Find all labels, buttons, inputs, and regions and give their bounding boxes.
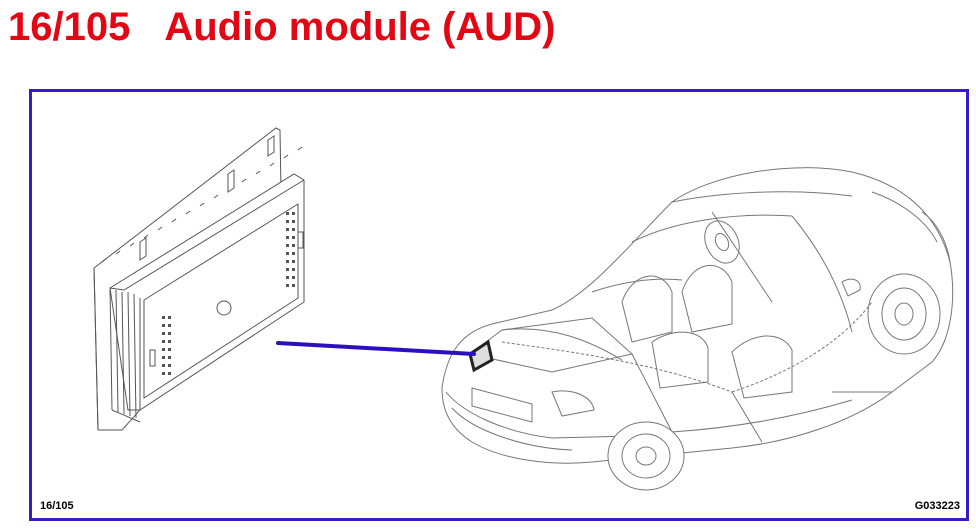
diagram-canvas [93, 127, 954, 491]
figure-id: G033223 [914, 500, 960, 512]
module-location-marker [468, 339, 494, 373]
page-title: 16/105 Audio module (AUD) [8, 4, 555, 50]
page-ref: 16/105 [40, 500, 74, 512]
pointer-line [276, 341, 476, 356]
section-code: 16/105 [8, 5, 131, 49]
section-title: Audio module (AUD) [164, 5, 556, 49]
diagram-frame: 16/105 G033223 [29, 89, 969, 521]
audio-module-illustration [93, 127, 305, 431]
convertible-car-illustration [441, 167, 954, 491]
